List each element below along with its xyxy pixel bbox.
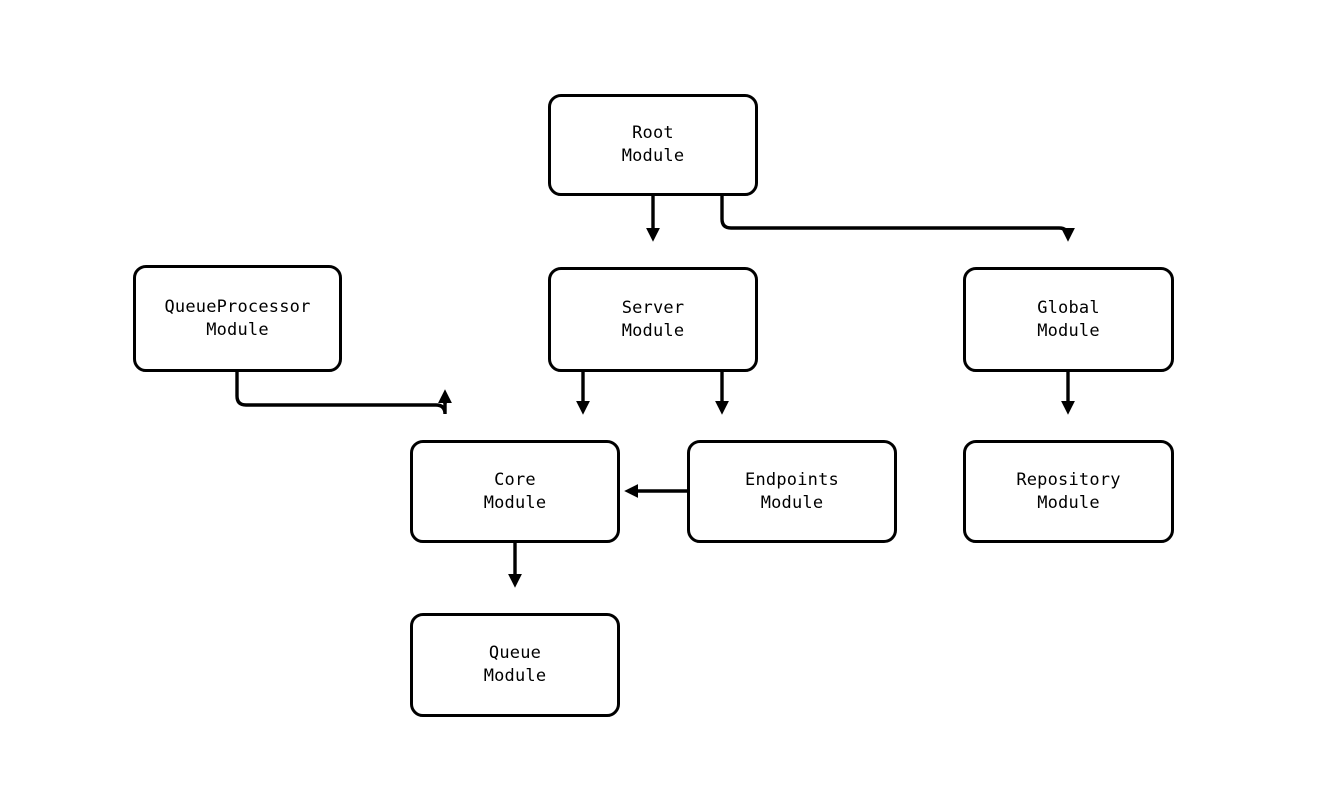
node-repository-module-line1: Repository xyxy=(1016,469,1121,490)
node-endpoints-module-line1: Endpoints xyxy=(745,469,839,490)
node-global-module-line2: Module xyxy=(1037,320,1100,341)
node-server-module-line2: Module xyxy=(621,320,685,341)
node-endpoints-module[interactable]: Endpoints Module xyxy=(687,440,897,543)
node-core-module-line1: Core xyxy=(494,469,536,490)
node-endpoints-module-line2: Module xyxy=(760,492,824,513)
node-queueprocessor-module-line1: QueueProcessor xyxy=(164,296,311,317)
node-root-module-line2: Module xyxy=(621,146,685,166)
edge-root-to-global xyxy=(720,196,1075,242)
node-server-module-line1: Server xyxy=(621,297,685,318)
edge-queueprocessor-to-core xyxy=(235,372,452,415)
node-queueprocessor-module[interactable]: QueueProcessor Module xyxy=(133,265,342,372)
node-global-module[interactable]: Global Module xyxy=(963,267,1174,372)
node-queue-module-line2: Module xyxy=(483,666,547,686)
node-queue-module-line1: Queue xyxy=(488,643,542,663)
node-global-module-line1: Global xyxy=(1037,297,1100,318)
node-queue-module[interactable]: Queue Module xyxy=(410,613,620,717)
node-root-module-line1: Root xyxy=(632,123,674,143)
node-core-module[interactable]: Core Module xyxy=(410,440,620,543)
node-core-module-line2: Module xyxy=(483,492,547,513)
node-server-module[interactable]: Server Module xyxy=(548,267,758,372)
node-root-module[interactable]: Root Module xyxy=(548,94,758,196)
node-repository-module-line2: Module xyxy=(1037,492,1100,513)
node-repository-module[interactable]: Repository Module xyxy=(963,440,1174,543)
node-queueprocessor-module-line2: Module xyxy=(206,319,269,340)
